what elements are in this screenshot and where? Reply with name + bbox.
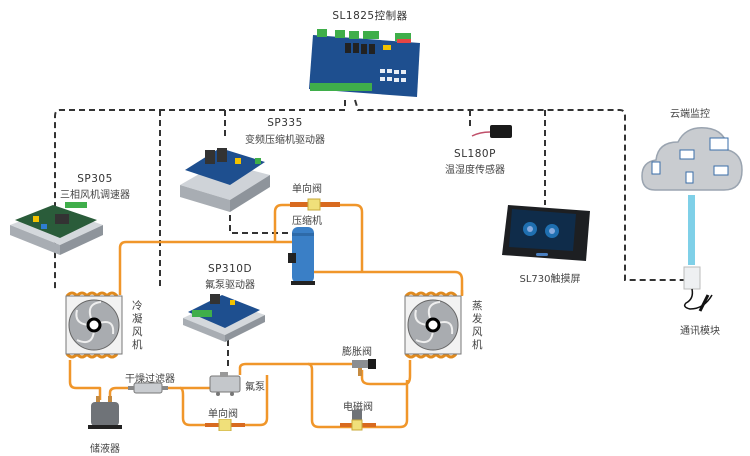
- pipe-pump-out: [238, 362, 355, 375]
- compressor-icon: [288, 227, 315, 285]
- controller-board-icon: [309, 29, 420, 97]
- condenser-fan-label: 冷凝风机: [132, 300, 143, 351]
- sensor-desc: 温湿度传感器: [445, 165, 505, 176]
- wire-controller-left: [54, 100, 346, 290]
- fluorine-pump-label: 氟泵: [245, 382, 265, 393]
- check-valve-top-label: 单向阀: [292, 184, 322, 195]
- cloud-label: 云端监控: [670, 109, 710, 120]
- comm-module-icon: [683, 266, 713, 312]
- fan-controller-icon: [10, 202, 103, 255]
- wire-comp-driver-to-compressor: [229, 215, 295, 234]
- fan-controller-model: SP305: [77, 173, 113, 185]
- pipe-condenser-to-compressor: [118, 240, 300, 295]
- compressor-driver-desc: 变频压缩机驱动器: [245, 135, 325, 146]
- expansion-valve-label: 膨胀阀: [342, 347, 372, 358]
- check-valve-bottom-label: 单向阀: [208, 409, 238, 420]
- comm-module-label: 通讯模块: [680, 326, 720, 337]
- touchscreen-icon: [502, 205, 590, 261]
- evaporator-fan-label: 蒸发风机: [472, 300, 483, 351]
- fluorine-pump-icon: [209, 372, 241, 396]
- pipe-filter-bypass: [179, 375, 269, 427]
- check-valve-bottom-icon: [205, 419, 245, 431]
- cloud-icon: [641, 127, 743, 191]
- solenoid-valve-label: 电磁阀: [343, 402, 373, 413]
- compressor-driver-model: SP335: [267, 117, 303, 129]
- solenoid-valve-icon: [340, 410, 376, 431]
- pump-driver-icon: [183, 294, 265, 342]
- signal-wires: [54, 99, 685, 370]
- receiver-label: 储液器: [90, 444, 120, 455]
- fan-controller-desc: 三相风机调速器: [60, 190, 130, 201]
- expansion-valve-icon: [352, 359, 376, 376]
- pipe-expansion-to-evaporator: [360, 360, 412, 386]
- wire-controller-right: [354, 99, 685, 281]
- pump-driver-desc: 氟泵驱动器: [205, 280, 255, 291]
- pipe-receiver-to-filter: [108, 386, 210, 400]
- pipe-compressor-to-evaporator: [310, 270, 464, 295]
- pipe-solenoid-loop: [307, 362, 409, 429]
- filter-drier-label: 干燥过滤器: [125, 374, 175, 385]
- sensor-model: SL180P: [454, 148, 496, 160]
- sensor-icon: [471, 125, 512, 138]
- compressor-label: 压缩机: [292, 216, 322, 227]
- evaporator-fan-icon: [404, 291, 462, 359]
- compressor-driver-icon: [180, 148, 270, 212]
- cloud-link-bar: [688, 195, 695, 265]
- pipe-condenser-to-receiver: [68, 360, 102, 400]
- check-valve-top-icon: [290, 198, 340, 211]
- receiver-icon: [88, 396, 122, 429]
- filter-drier-icon: [128, 382, 168, 394]
- touchscreen-label: SL730触摸屏: [519, 274, 581, 285]
- refrigerant-pipes: [68, 203, 464, 429]
- condenser-fan-icon: [65, 291, 123, 359]
- pump-driver-model: SP310D: [207, 263, 253, 275]
- controller-label: SL1825控制器: [332, 10, 408, 22]
